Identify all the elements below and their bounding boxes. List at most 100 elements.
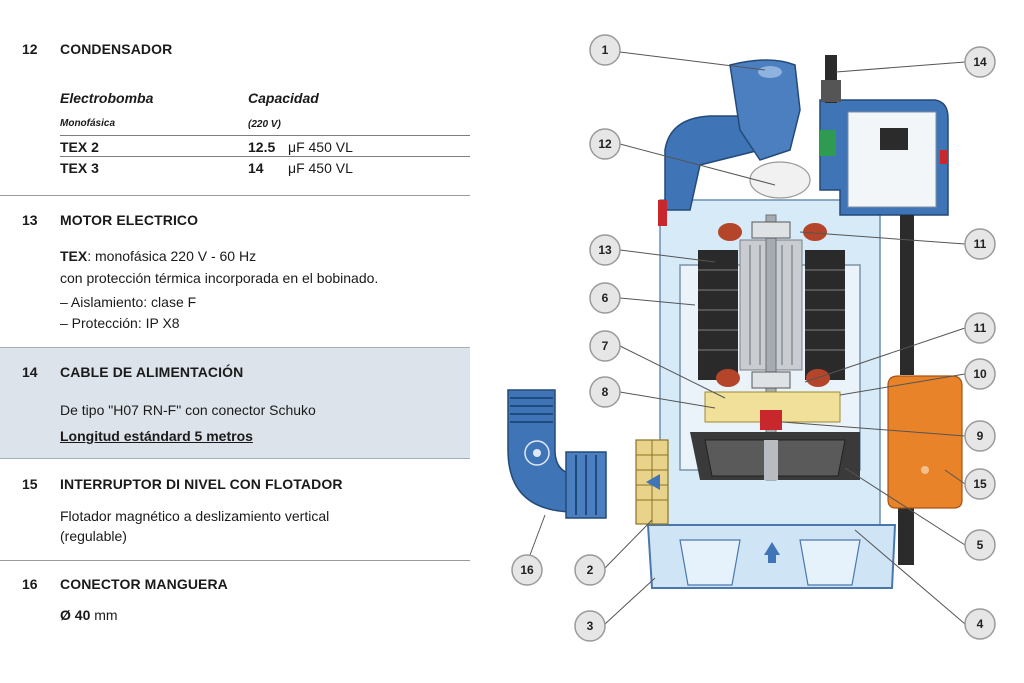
- callout-4: 4: [964, 608, 996, 640]
- side-marker-right: [940, 150, 948, 164]
- svg-text:4: 4: [977, 617, 984, 631]
- section-divider: [0, 560, 470, 561]
- callout-12: 12: [589, 128, 621, 160]
- cable-length-text: Longitud estándard 5 metros: [60, 428, 253, 444]
- stator-left: [698, 250, 738, 380]
- section-15-title: INTERRUPTOR DI NIVEL CON FLOTADOR: [60, 476, 343, 492]
- svg-text:3: 3: [587, 619, 594, 633]
- capacitor-row-model: TEX 3: [60, 160, 99, 176]
- motor-ip-rating: – Protección: IP X8: [60, 315, 180, 331]
- svg-text:12: 12: [598, 137, 612, 151]
- upper-bearing: [751, 221, 791, 239]
- base-foot-right: [799, 539, 861, 586]
- callout-13: 13: [589, 234, 621, 266]
- svg-text:11: 11: [974, 321, 987, 335]
- capacitor-table-rule: [60, 156, 470, 157]
- capacitor-row-unit: μF 450 VL: [288, 160, 353, 176]
- motor-spec-line: TEX: monofásica 220 V - 60 Hz: [60, 248, 256, 264]
- capacitor-table-rule: [60, 135, 470, 136]
- pump-cutaway-diagram: 1 14 12 13 6 7 8 11 11 10 9 15: [507, 34, 996, 642]
- capacitor-row-value: 14: [248, 160, 264, 176]
- callout-3: 3: [574, 610, 606, 642]
- callout-1: 1: [589, 34, 621, 66]
- svg-text:14: 14: [973, 55, 987, 69]
- callout-9: 9: [964, 420, 996, 452]
- cable-type-text: De tipo "H07 RN-F" con conector Schuko: [60, 402, 316, 418]
- callout-6: 6: [589, 282, 621, 314]
- stator-right: [805, 250, 845, 380]
- callout-11-upper: 11: [964, 228, 996, 260]
- svg-text:2: 2: [587, 563, 594, 577]
- svg-text:8: 8: [602, 385, 609, 399]
- svg-text:6: 6: [602, 291, 609, 305]
- section-16-number: 16: [22, 576, 38, 592]
- capacitor-row-value: 12.5: [248, 139, 276, 155]
- float: [887, 375, 963, 509]
- flower-emblem-icon: [524, 440, 550, 466]
- impeller-hub: [764, 440, 778, 480]
- hose-diameter-unit: mm: [90, 607, 118, 623]
- hose-connector: [507, 389, 607, 519]
- callout-15: 15: [964, 468, 996, 500]
- motor-protection-text: con protección térmica incorporada en el…: [60, 270, 379, 286]
- handle-grip: [758, 66, 782, 78]
- float-rod: [900, 215, 914, 375]
- svg-text:15: 15: [973, 477, 987, 491]
- svg-text:1: 1: [602, 43, 609, 57]
- motor-model: TEX: [60, 248, 88, 264]
- inflow-arrow-icon: [764, 542, 780, 563]
- section-divider: [0, 195, 470, 196]
- callout-14: 14: [964, 46, 996, 78]
- capacitor: [749, 161, 811, 199]
- callout-16: 16: [511, 554, 543, 586]
- svg-text:5: 5: [977, 538, 984, 552]
- section-14-title: CABLE DE ALIMENTACIÓN: [60, 364, 244, 380]
- section-15-number: 15: [22, 476, 38, 492]
- capacitor-table-col2-header: Capacidad: [248, 90, 319, 106]
- callout-10: 10: [964, 358, 996, 390]
- cable-gland: [821, 80, 841, 102]
- capacitor-table-col1-sub: Monofásica: [60, 118, 116, 129]
- switch-compartment: [847, 111, 937, 208]
- callout-2: 2: [574, 554, 606, 586]
- capacitor-table-col2-sub: (220 V): [248, 119, 281, 130]
- svg-text:11: 11: [974, 237, 987, 251]
- section-14-number: 14: [22, 364, 38, 380]
- svg-text:7: 7: [602, 339, 609, 353]
- float-switch-note: (regulable): [60, 528, 127, 544]
- motor-insulation: – Aislamiento: clase F: [60, 294, 197, 310]
- svg-text:16: 16: [520, 563, 534, 577]
- hose-diameter: Ø 40: [60, 607, 91, 623]
- section-16-title: CONECTOR MANGUERA: [60, 576, 228, 592]
- capacitor-row-model: TEX 2: [60, 139, 99, 155]
- callout-leader-lines: [529, 51, 966, 625]
- capacitor-row-unit: μF 450 VL: [288, 139, 353, 155]
- section-13-title: MOTOR ELECTRICO: [60, 212, 199, 228]
- section-12-number: 12: [22, 41, 38, 57]
- section-12-title: CONDENSADOR: [60, 41, 173, 57]
- mechanical-seal: [760, 410, 782, 430]
- handle: [729, 59, 801, 161]
- upper-cover: [664, 115, 761, 211]
- oil-chamber: [704, 391, 841, 423]
- base-foot-left: [679, 539, 741, 586]
- lower-bearing: [751, 371, 791, 389]
- switch-terminal: [880, 128, 908, 150]
- winding-ridges: [698, 269, 845, 351]
- svg-text:9: 9: [977, 429, 984, 443]
- callout-7: 7: [589, 330, 621, 362]
- callout-11-lower: 11: [964, 312, 996, 344]
- hose-connector-spec: Ø 40 mm: [60, 607, 118, 623]
- svg-text:13: 13: [598, 243, 612, 257]
- section-14-band: [0, 347, 470, 459]
- callout-8: 8: [589, 376, 621, 408]
- outflow-arrow-icon: [646, 474, 660, 490]
- float-switch-text: Flotador magnético a deslizamiento verti…: [60, 508, 330, 524]
- svg-text:10: 10: [973, 367, 987, 381]
- switch-green-contact: [820, 130, 836, 156]
- section-13-number: 13: [22, 212, 38, 228]
- float-rod-lower: [898, 505, 914, 565]
- side-marker-left: [658, 200, 667, 226]
- callout-5: 5: [964, 529, 996, 561]
- capacitor-table-col1-header: Electrobomba: [60, 90, 154, 106]
